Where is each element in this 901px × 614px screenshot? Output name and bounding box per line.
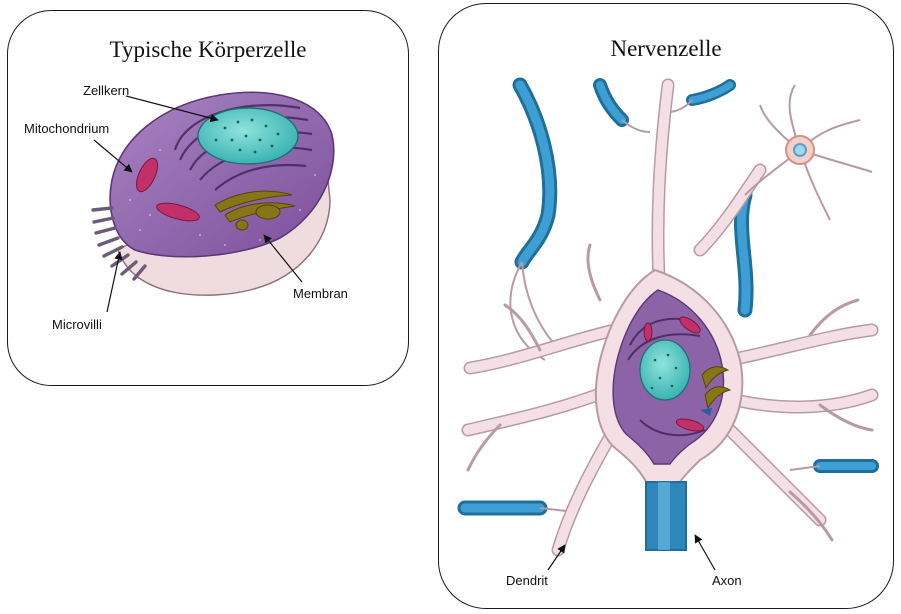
label-zellkern: Zellkern [83, 84, 129, 97]
label-mitochondrium: Mitochondrium [24, 122, 109, 135]
neuron-title: Nervenzelle [439, 36, 893, 62]
label-membran: Membran [293, 287, 348, 300]
label-microvilli: Microvilli [52, 318, 102, 331]
label-dendrit: Dendrit [506, 574, 548, 587]
arrow-microvilli [107, 252, 120, 312]
nucleus-shape [198, 108, 298, 164]
label-axon: Axon [712, 574, 742, 587]
neuron-panel: Nervenzelle [438, 3, 894, 609]
